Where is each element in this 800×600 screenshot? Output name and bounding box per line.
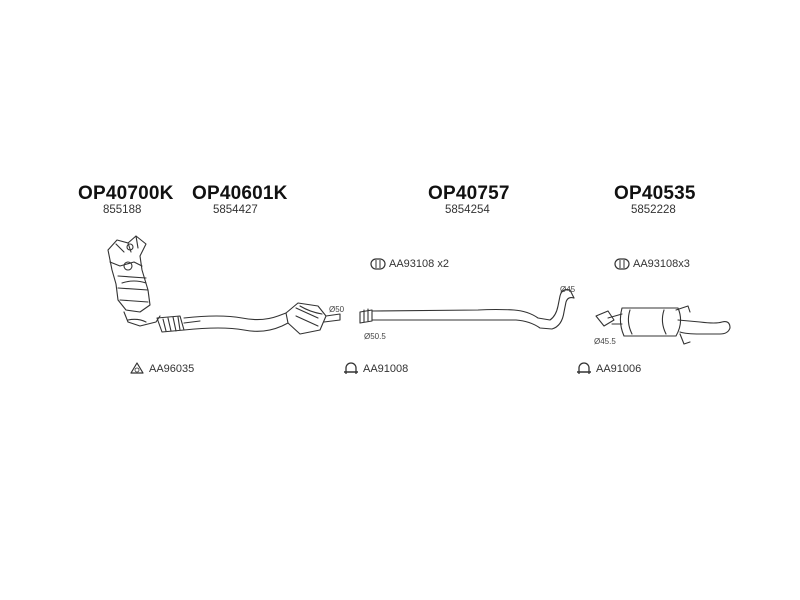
part-label-clamp-rear: AA93108x3 xyxy=(633,258,690,270)
u-bolt-clamp-icon xyxy=(344,362,358,374)
part-label-gasket-front: AA96035 xyxy=(149,363,195,375)
u-bolt-clamp-icon xyxy=(577,362,591,374)
exhaust-manifold-part xyxy=(107,235,161,327)
catalytic-converter-part xyxy=(285,302,341,335)
assembly-ref-5854254: 5854254 xyxy=(445,204,490,216)
dim-cat-outlet: Ø50 xyxy=(329,305,345,314)
assembly-ref-5854427: 5854427 xyxy=(213,204,258,216)
center-pipe-part xyxy=(359,289,575,330)
part-label-clamp-back: AA91006 xyxy=(596,363,642,375)
rear-muffler-part xyxy=(595,305,731,345)
gasket-icon xyxy=(130,362,144,374)
part-label-clamp-mid: AA91008 xyxy=(363,363,409,375)
assembly-code-op40535: OP40535 xyxy=(614,183,696,204)
dim-muffler-inlet: Ø45.5 xyxy=(594,337,616,346)
assembly-code-op40601k: OP40601K xyxy=(192,183,288,204)
assembly-ref-5852228: 5852228 xyxy=(631,204,676,216)
dim-pipe-inlet: Ø50.5 xyxy=(364,332,386,341)
assembly-code-op40700k: OP40700K xyxy=(78,183,174,204)
part-label-clamp-center: AA93108 x2 xyxy=(389,258,449,270)
pipe-clamp-icon xyxy=(370,258,386,270)
pipe-clamp-icon xyxy=(614,258,630,270)
front-pipe-part xyxy=(183,312,289,332)
assembly-code-op40757: OP40757 xyxy=(428,183,510,204)
assembly-ref-855188: 855188 xyxy=(103,204,142,216)
